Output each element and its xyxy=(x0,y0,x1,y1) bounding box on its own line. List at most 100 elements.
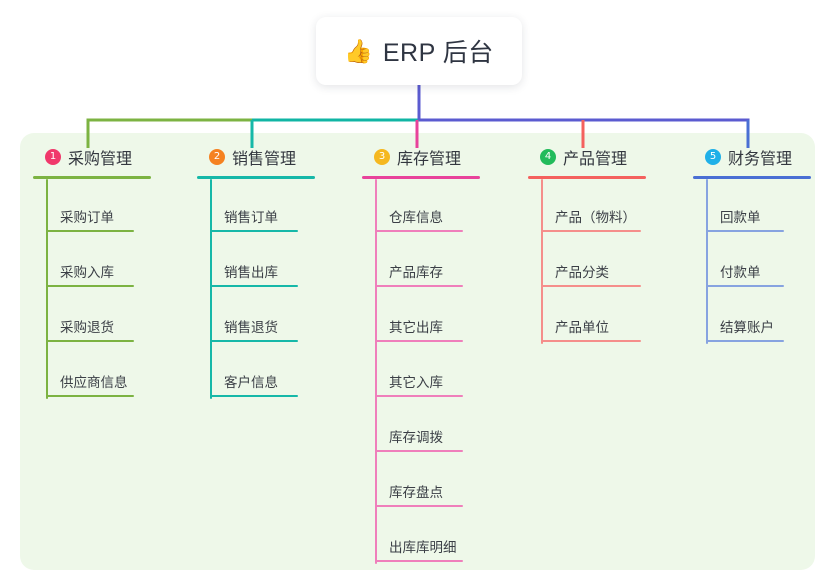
branch-spine-2 xyxy=(210,179,212,399)
branch-item-underline xyxy=(375,340,463,342)
thumbs-up-icon: 👍 xyxy=(344,37,373,64)
branch-title-1: 采购管理 xyxy=(68,151,133,168)
branch-item[interactable]: 客户信息 xyxy=(197,344,347,399)
branch-underline-5 xyxy=(693,176,811,179)
branch-item-underline xyxy=(210,230,298,232)
branch-spine-5 xyxy=(706,179,708,344)
branch-item[interactable]: 库存调拨 xyxy=(362,399,512,454)
branch-item-label: 销售出库 xyxy=(224,265,278,280)
branch-item[interactable]: 库存盘点 xyxy=(362,454,512,509)
branch-badge-5: 5 xyxy=(705,149,721,165)
branch-header-4[interactable]: 4 产品管理 xyxy=(528,145,678,169)
branch-underline-3 xyxy=(362,176,480,179)
branch-item-list-4: 产品（物料） 产品分类产品单位 xyxy=(528,179,678,344)
branch-item-underline xyxy=(375,395,463,397)
branch-item[interactable]: 产品单位 xyxy=(528,289,678,344)
branch-spine-3 xyxy=(375,179,377,564)
branch-item[interactable]: 其它出库 xyxy=(362,289,512,344)
branch-item-label: 供应商信息 xyxy=(60,375,128,390)
branch-item-label: 产品分类 xyxy=(555,265,609,280)
diagram-panel-background xyxy=(20,133,815,570)
branch-item-underline xyxy=(541,340,641,342)
branch-item-underline xyxy=(375,230,463,232)
branch-item-underline xyxy=(210,285,298,287)
branch-item-underline xyxy=(541,230,641,232)
branch-column-3: 3 库存管理仓库信息产品库存其它出库其它入库库存调拨库存盘点出库库明细 xyxy=(362,145,512,564)
branch-item[interactable]: 仓库信息 xyxy=(362,179,512,234)
branch-badge-3: 3 xyxy=(374,149,390,165)
branch-column-4: 4 产品管理产品（物料） 产品分类产品单位 xyxy=(528,145,678,344)
branch-item[interactable]: 销售出库 xyxy=(197,234,347,289)
branch-header-5[interactable]: 5 财务管理 xyxy=(693,145,839,169)
branch-underline-4 xyxy=(528,176,646,179)
branch-column-2: 2 销售管理销售订单销售出库销售退货客户信息 xyxy=(197,145,347,399)
root-node[interactable]: 👍 ERP 后台 xyxy=(316,17,522,85)
branch-item-label: 库存盘点 xyxy=(389,485,443,500)
branch-item-label: 库存调拨 xyxy=(389,430,443,445)
root-node-title: ERP 后台 xyxy=(382,39,494,67)
branch-item-underline xyxy=(375,285,463,287)
branch-badge-1: 1 xyxy=(45,149,61,165)
branch-item-label: 采购订单 xyxy=(60,210,114,225)
branch-item[interactable]: 供应商信息 xyxy=(33,344,183,399)
branch-header-2[interactable]: 2 销售管理 xyxy=(197,145,347,169)
branch-column-5: 5 财务管理回款单付款单结算账户 xyxy=(693,145,839,344)
branch-item[interactable]: 回款单 xyxy=(693,179,839,234)
branch-item[interactable]: 付款单 xyxy=(693,234,839,289)
branch-item-label: 付款单 xyxy=(720,265,761,280)
branch-header-1[interactable]: 1 采购管理 xyxy=(33,145,183,169)
branch-item-list-2: 销售订单销售出库销售退货客户信息 xyxy=(197,179,347,399)
branch-badge-4: 4 xyxy=(540,149,556,165)
branch-item-underline xyxy=(46,340,134,342)
branch-underline-2 xyxy=(197,176,315,179)
branch-item[interactable]: 产品库存 xyxy=(362,234,512,289)
branch-spine-1 xyxy=(46,179,48,399)
branch-item-underline xyxy=(375,450,463,452)
branch-header-3[interactable]: 3 库存管理 xyxy=(362,145,512,169)
branch-item-underline xyxy=(706,340,784,342)
branch-item-underline xyxy=(375,505,463,507)
branch-item-underline xyxy=(210,395,298,397)
branch-item-label: 采购退货 xyxy=(60,320,114,335)
branch-item[interactable]: 采购入库 xyxy=(33,234,183,289)
branch-item-list-3: 仓库信息产品库存其它出库其它入库库存调拨库存盘点出库库明细 xyxy=(362,179,512,564)
branch-item-label: 出库库明细 xyxy=(389,540,457,555)
branch-item-label: 客户信息 xyxy=(224,375,278,390)
branch-item-label: 销售订单 xyxy=(224,210,278,225)
branch-item[interactable]: 采购退货 xyxy=(33,289,183,344)
branch-item-label: 产品单位 xyxy=(555,320,609,335)
branch-item[interactable]: 采购订单 xyxy=(33,179,183,234)
branch-item-label: 采购入库 xyxy=(60,265,114,280)
branch-badge-2: 2 xyxy=(209,149,225,165)
branch-column-1: 1 采购管理采购订单采购入库采购退货供应商信息 xyxy=(33,145,183,399)
branch-item-list-5: 回款单付款单结算账户 xyxy=(693,179,839,344)
branch-item-underline xyxy=(210,340,298,342)
branch-item-underline xyxy=(706,230,784,232)
branch-item-label: 其它入库 xyxy=(389,375,443,390)
branch-item-underline xyxy=(375,560,463,562)
branch-title-3: 库存管理 xyxy=(397,151,462,168)
branch-item-label: 销售退货 xyxy=(224,320,278,335)
branch-item-label: 其它出库 xyxy=(389,320,443,335)
branch-item[interactable]: 销售订单 xyxy=(197,179,347,234)
branch-item[interactable]: 结算账户 xyxy=(693,289,839,344)
branch-title-5: 财务管理 xyxy=(728,151,793,168)
branch-underline-1 xyxy=(33,176,151,179)
branch-item-underline xyxy=(46,285,134,287)
branch-title-4: 产品管理 xyxy=(563,151,628,168)
branch-item-underline xyxy=(46,395,134,397)
branch-item[interactable]: 产品（物料） xyxy=(528,179,678,234)
branch-item-label: 产品（物料） xyxy=(555,210,636,225)
branch-item-label: 回款单 xyxy=(720,210,761,225)
branch-item-underline xyxy=(541,285,641,287)
branch-item-label: 仓库信息 xyxy=(389,210,443,225)
branch-item[interactable]: 其它入库 xyxy=(362,344,512,399)
branch-item[interactable]: 产品分类 xyxy=(528,234,678,289)
branch-item[interactable]: 出库库明细 xyxy=(362,509,512,564)
branch-title-2: 销售管理 xyxy=(232,151,297,168)
branch-item-label: 产品库存 xyxy=(389,265,443,280)
branch-spine-4 xyxy=(541,179,543,344)
branch-item-list-1: 采购订单采购入库采购退货供应商信息 xyxy=(33,179,183,399)
branch-item[interactable]: 销售退货 xyxy=(197,289,347,344)
